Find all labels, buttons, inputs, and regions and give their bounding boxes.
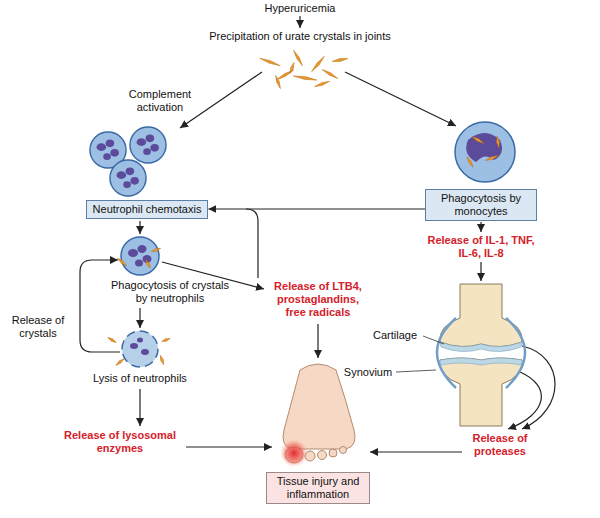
- cartilage: [440, 358, 522, 365]
- outcome-box: Tissue injury and inflammation: [266, 472, 370, 504]
- merge-line: [246, 209, 258, 278]
- toe: [340, 447, 347, 454]
- part-label: Cartilage: [369, 329, 421, 342]
- synovium: [506, 318, 525, 388]
- inflamed-toe: [280, 439, 308, 467]
- urate-crystal: [322, 70, 338, 79]
- urate-crystal: [151, 248, 160, 251]
- urate-crystal: [146, 260, 151, 268]
- loop-arrow: [80, 260, 120, 352]
- flow-arrow: [180, 72, 262, 128]
- neutrophil-cluster: [90, 127, 166, 196]
- nucleus-fragment: [141, 349, 149, 355]
- mediator-label: Release of lysosomal enzymes: [55, 429, 185, 455]
- phagocytosing-neutrophil: [121, 237, 159, 275]
- box-text: Neutrophil chemotaxis: [93, 203, 202, 216]
- box-text: Phagocytosis by monocytes: [432, 192, 530, 218]
- cell-membrane: [122, 331, 158, 367]
- process-label: Release of crystals: [11, 314, 65, 340]
- flow-arrow: [345, 72, 456, 126]
- flow-arrow: [317, 324, 318, 358]
- urate-crystal: [472, 137, 484, 144]
- synovium: [437, 318, 456, 388]
- flow-arrow: [139, 221, 140, 234]
- flow-arrow: [480, 222, 481, 232]
- tibia: [440, 358, 522, 426]
- toe: [318, 451, 327, 460]
- urate-crystal: [160, 355, 163, 364]
- monocyte: [455, 122, 515, 182]
- urate-crystal: [294, 50, 303, 66]
- knee-joint: [396, 284, 525, 426]
- urate-crystal: [497, 136, 500, 148]
- process-label: Hyperuricemia: [240, 2, 360, 15]
- lysing-neutrophil: [122, 331, 158, 367]
- neutrophil-cell: [110, 160, 146, 196]
- part-label: Synovium: [340, 366, 396, 379]
- process-box: Phagocytosis by monocytes: [425, 189, 537, 221]
- process-box: Neutrophil chemotaxis: [86, 200, 209, 219]
- mediator-label: Release of IL-1, TNF, IL-6, IL-8: [422, 234, 540, 260]
- box-text: Tissue injury and inflammation: [273, 475, 363, 501]
- process-label: Phagocytosis of crystals by neutrophils: [105, 279, 235, 305]
- mediator-label: Release of LTB4, prostaglandins, free ra…: [268, 280, 368, 319]
- urate-crystal: [485, 156, 498, 161]
- femur: [440, 284, 522, 347]
- urate-crystal: [117, 258, 126, 266]
- urate-crystal: [276, 75, 281, 88]
- process-label: Complement activation: [120, 88, 200, 114]
- urate-crystal: [467, 157, 473, 167]
- toe: [329, 449, 337, 457]
- cartilage: [440, 342, 522, 352]
- flow-arrow: [139, 389, 140, 426]
- urate-crystal: [290, 62, 294, 73]
- cell-membrane: [455, 122, 515, 182]
- neutrophil-cell: [130, 127, 166, 163]
- leader-line: [396, 370, 436, 372]
- flow-arrow: [299, 16, 300, 28]
- nucleus-fragment: [130, 343, 138, 349]
- nucleus-fragment: [137, 338, 143, 343]
- urate-crystal: [332, 59, 348, 62]
- urate-crystal: [315, 81, 330, 86]
- flow-arrow: [480, 262, 481, 281]
- urate-crystal: [293, 76, 317, 80]
- urate-crystal: [162, 339, 170, 342]
- mediator-label: Release of proteases: [459, 432, 541, 458]
- flow-arrow: [186, 446, 272, 447]
- leader-line: [423, 336, 444, 344]
- nucleus: [466, 133, 502, 162]
- process-label: Lysis of neutrophils: [80, 372, 200, 385]
- flow-arrow: [139, 308, 140, 328]
- flow-connector: [208, 208, 425, 209]
- connectors: [208, 209, 425, 210]
- process-label: Precipitation of urate crystals in joint…: [170, 30, 430, 43]
- urate-crystal: [116, 359, 124, 366]
- flow-arrows: [80, 16, 555, 452]
- foot: [280, 364, 355, 467]
- urate-crystal: [108, 338, 117, 343]
- urate-crystal: [260, 58, 281, 66]
- flow-arrow: [370, 451, 462, 452]
